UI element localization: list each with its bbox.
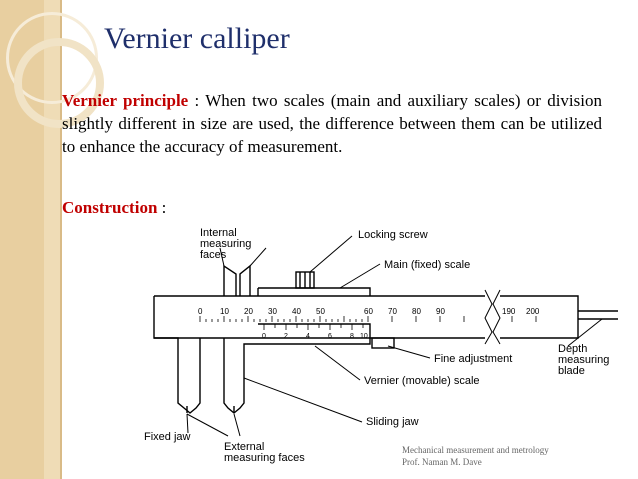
construction-suffix: : — [157, 198, 167, 217]
left-strip-edge — [60, 0, 62, 479]
internal-faces-label-1: Internal — [200, 227, 237, 239]
main-scale-number: 90 — [436, 307, 445, 316]
vernier-calliper-diagram: 0 10 20 30 40 50 60 70 80 90 190 200 0 2… — [144, 227, 618, 464]
main-scale-number: 40 — [292, 307, 301, 316]
vernier-scale-ticks — [263, 324, 364, 330]
fixed-jaw-label: Fixed jaw — [144, 431, 191, 443]
principle-label: Vernier principle — [62, 91, 189, 110]
main-scale-number: 30 — [268, 307, 277, 316]
vernier-number: 2 — [284, 333, 288, 340]
vernier-number: 0 — [262, 333, 266, 340]
main-scale-number: 70 — [388, 307, 397, 316]
main-scale-number: 10 — [220, 307, 229, 316]
slide-title: Vernier calliper — [104, 22, 290, 55]
depth-blade-label-1: Depth — [558, 343, 587, 355]
vernier-scale-numbers: 0 2 4 6 8 10 — [262, 333, 368, 340]
depth-blade-label-3: blade — [558, 365, 585, 377]
internal-faces-label-2: measuring — [200, 238, 251, 250]
vernier-number: 8 — [350, 333, 354, 340]
locking-screw-label: Locking screw — [358, 229, 428, 241]
depth-blade-label-2: measuring — [558, 354, 609, 366]
construction-label: Construction — [62, 198, 158, 217]
external-faces-label-1: External — [224, 441, 264, 453]
vernier-scale-label: Vernier (movable) scale — [364, 375, 480, 387]
external-faces-label-2: measuring faces — [224, 452, 305, 464]
internal-faces-label-3: faces — [200, 249, 227, 261]
sliding-jaw-label: Sliding jaw — [366, 416, 419, 428]
main-scale-number: 200 — [526, 307, 540, 316]
footer-author: Prof. Naman M. Dave — [402, 457, 482, 467]
fine-adjustment-label: Fine adjustment — [434, 353, 512, 365]
principle-paragraph: Vernier principle : When two scales (mai… — [62, 89, 602, 158]
vernier-number: 4 — [306, 333, 310, 340]
vernier-number: 6 — [328, 333, 332, 340]
main-scale-number: 80 — [412, 307, 421, 316]
main-scale-number: 0 — [198, 307, 203, 316]
main-scale-number: 50 — [316, 307, 325, 316]
footer-credit: Mechanical measurement and metrology Pro… — [402, 444, 549, 468]
principle-text: : When two scales (main and auxiliary sc… — [62, 91, 602, 156]
main-scale-ticks — [199, 316, 537, 322]
main-scale-label: Main (fixed) scale — [384, 259, 470, 271]
vernier-number: 10 — [360, 333, 368, 340]
footer-course: Mechanical measurement and metrology — [402, 445, 549, 455]
main-scale-number: 20 — [244, 307, 253, 316]
construction-heading: Construction : — [62, 196, 166, 219]
main-scale-number: 190 — [502, 307, 516, 316]
main-scale-numbers: 0 10 20 30 40 50 60 70 80 90 190 200 — [198, 307, 540, 316]
decorative-ring — [14, 38, 104, 128]
main-scale-number: 60 — [364, 307, 373, 316]
